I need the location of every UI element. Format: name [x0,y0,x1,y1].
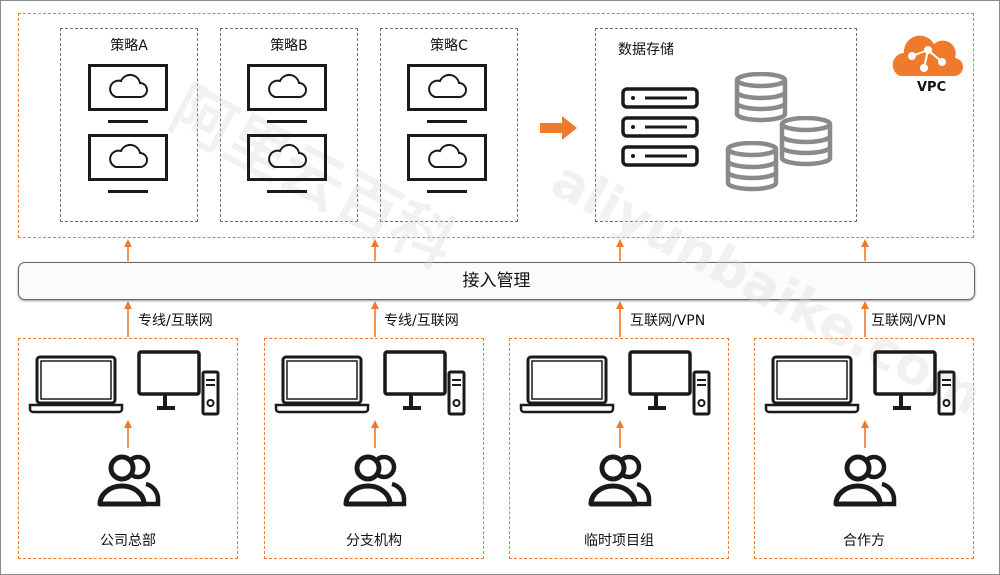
vpc-label: VPC [917,80,947,95]
up-arrow-icon [371,301,379,309]
cloud-monitor-icon [407,134,487,195]
group-label-partner: 合作方 [843,533,885,549]
group-label-hq: 公司总部 [100,533,156,549]
up-arrow-icon [616,239,624,247]
server-icon [621,116,699,138]
users-icon [836,457,894,504]
access-management-bar: 接入管理 [18,262,975,300]
connection-label-hq: 专线/互联网 [138,313,213,329]
vpc-cloud-icon [892,35,964,77]
group-label-branch: 分支机构 [346,533,402,549]
strategy-box-c: 策略C [380,28,518,222]
up-arrow-icon [616,301,624,309]
strategy-b-label: 策略B [270,38,308,54]
cloud-monitor-icon [407,64,487,125]
storage-label: 数据存储 [618,42,674,58]
strategy-a-label: 策略A [110,38,148,54]
up-arrow-icon [861,239,869,247]
group-box-partner: 合作方 [754,338,974,559]
laptop-icon [764,355,860,414]
desktop-computer-icon [383,350,466,416]
database-icon [728,143,776,189]
strategy-box-a: 策略A [60,28,198,222]
laptop-icon [274,355,370,414]
desktop-computer-icon [137,350,220,416]
cloud-monitor-icon [247,134,327,195]
connection-label-partner: 互联网/VPN [871,313,947,329]
up-arrow-icon [124,420,132,428]
connection-label-branch: 专线/互联网 [384,313,459,329]
group-label-project: 临时项目组 [584,533,654,549]
desktop-computer-icon [628,350,711,416]
database-icon [782,118,830,164]
strategy-c-label: 策略C [430,38,468,54]
strategy-box-b: 策略B [220,28,358,222]
up-arrow-icon [124,301,132,309]
vpc-container [18,13,974,238]
server-icon [621,87,699,109]
group-box-project: 临时项目组 [509,338,729,559]
up-arrow-icon [616,420,624,428]
laptop-icon [519,355,615,414]
up-arrow-icon [124,239,132,247]
group-box-branch: 分支机构 [264,338,484,559]
connection-label-project: 互联网/VPN [630,313,706,329]
users-icon [100,457,158,504]
users-icon [346,457,404,504]
users-icon [591,457,649,504]
up-arrow-icon [371,420,379,428]
cloud-monitor-icon [88,64,168,125]
database-icon [737,74,785,120]
cloud-monitor-icon [88,134,168,195]
laptop-icon [28,355,124,414]
cloud-monitor-icon [247,64,327,125]
up-arrow-icon [861,301,869,309]
desktop-computer-icon [873,350,956,416]
group-box-hq: 公司总部 [18,338,238,559]
server-icon [621,145,699,167]
storage-box: 数据存储 [595,28,857,222]
up-arrow-icon [861,420,869,428]
up-arrow-icon [371,239,379,247]
flow-arrow-icon [540,116,577,140]
